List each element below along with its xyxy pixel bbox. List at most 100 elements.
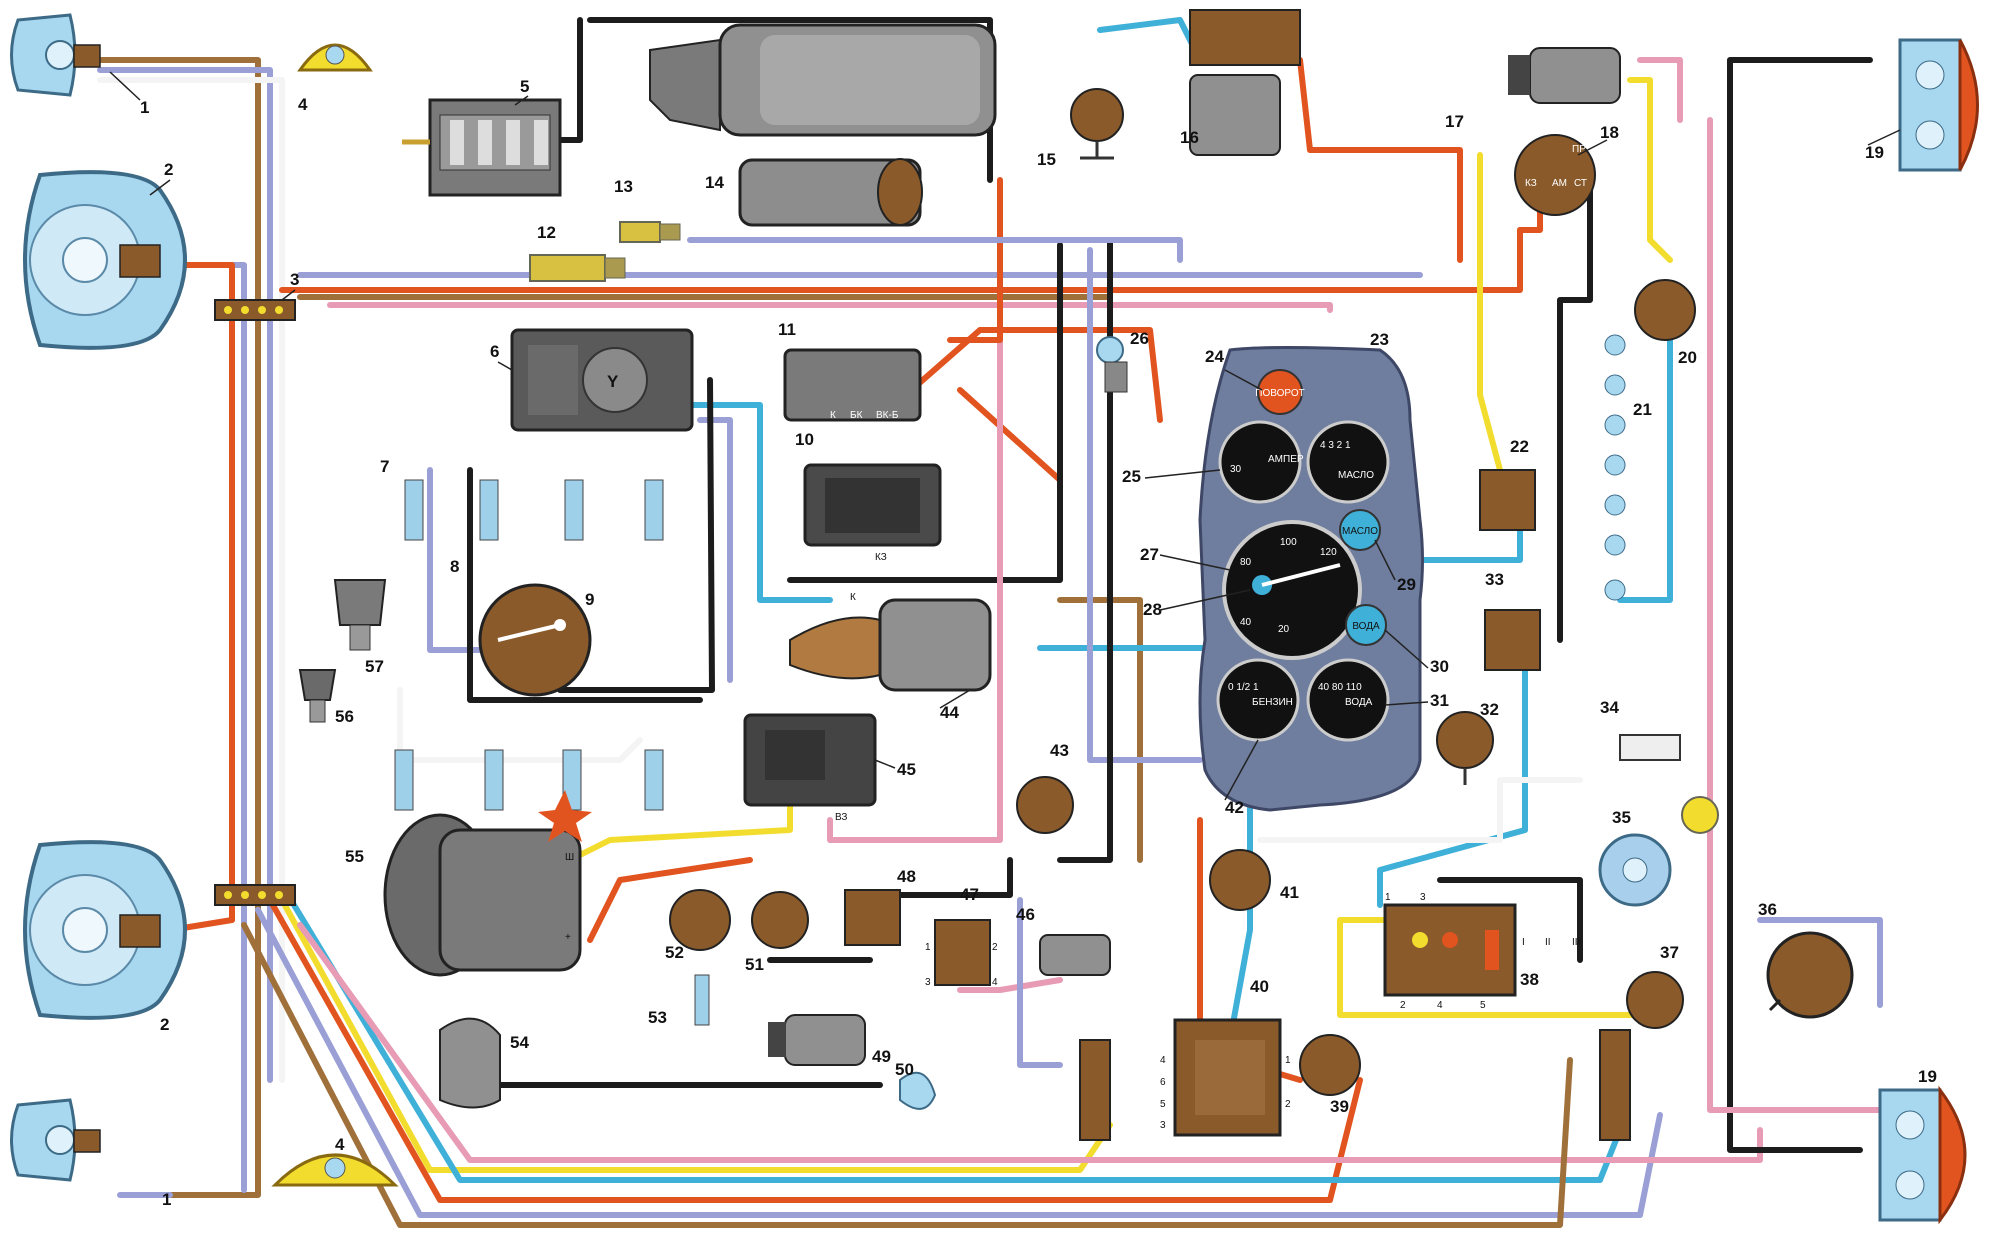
oil-pressure-switch [333,579,387,651]
speed-mark-100: 100 [1280,537,1297,548]
right-lamp-top [1898,38,1979,172]
label-13: 13 [614,177,633,196]
label-22: 22 [1510,437,1529,456]
temp-gauge-scale: 40 80 110 [1318,682,1362,693]
rel47-term-2: 2 [992,942,998,953]
label-4-top: 4 [298,95,308,114]
pos-II: II [1545,937,1551,948]
label-19-top: 19 [1865,143,1884,162]
ammeter-scale: 30 [1230,464,1242,475]
label-52: 52 [665,943,684,962]
label-1-bottom: 1 [162,1190,171,1209]
left-side-lamp-bottom [10,1098,101,1182]
left-headlamp-top [23,170,187,350]
label-21: 21 [1633,400,1652,419]
fuel-gauge-scale: 0 1/2 1 [1228,682,1259,693]
label-48: 48 [897,867,916,886]
term-kz: КЗ [1525,178,1537,189]
brake-light-switch [1626,971,1684,1029]
central-switch-block: 4 6 5 3 1 2 [1160,1018,1291,1137]
term-am: АМ [1552,178,1567,189]
stop-switch [751,891,809,949]
alternator: Ш + [383,813,582,977]
term-vz: ВЗ [835,812,847,823]
horn-relay [1189,9,1301,156]
wire-harness [97,17,1883,1228]
marker-lamp-top [297,43,373,72]
fuse-48 [844,889,901,946]
voltage-regulator: Y [510,328,694,432]
temperature-sensor [619,221,681,243]
speed-mark-80: 80 [1240,557,1252,568]
starter-motor [649,23,997,227]
term-pr: ПР [1572,144,1586,155]
junction-block-top [214,299,296,321]
speed-mark-20: 20 [1278,624,1290,635]
label-44: 44 [940,703,959,722]
label-24: 24 [1205,347,1224,366]
warning-lamp-label: ПОВОРОТ [1255,388,1304,399]
horn-button [1299,1034,1361,1096]
fuse-block [402,98,562,197]
label-10: 10 [795,430,814,449]
label-34: 34 [1600,698,1619,717]
transistor-commutator: КЗ [803,463,942,563]
marker-lamp-bottom [271,1153,399,1187]
label-14: 14 [705,173,724,192]
label-23: 23 [1370,330,1389,349]
panel-lamp [1096,336,1128,393]
rel47-term-3: 3 [925,977,931,988]
oil-gauge-scale: 4 3 2 1 [1320,440,1351,451]
ammeter-unit: АМПЕР [1268,454,1304,465]
term-k: К [830,410,836,421]
buzzer [1039,934,1111,976]
sw38-term-2: 2 [1400,1000,1406,1011]
alt-term-sh: Ш [565,852,574,863]
label-38: 38 [1520,970,1539,989]
label-35: 35 [1612,808,1631,827]
label-7: 7 [380,457,389,476]
sw38-term-1: 1 [1385,892,1391,903]
left-side-lamp-top [10,13,101,97]
headlight-switch [1766,931,1854,1019]
starter-relay: К БК ВК-Б [783,348,922,422]
fuel-gauge-label: БЕНЗИН [1252,697,1293,708]
temp-gauge-label: ВОДА [1345,697,1373,708]
horn [899,1071,937,1110]
label-53: 53 [648,1008,667,1027]
label-5: 5 [520,77,529,96]
label-27: 27 [1140,545,1159,564]
generator-regulator: ВЗ [743,713,877,823]
spark-plugs-bottom [394,749,664,811]
label-40: 40 [1250,977,1269,996]
ignition-coil: К [789,592,992,692]
light-relay [1484,609,1541,671]
label-3: 3 [290,270,299,289]
label-25: 25 [1122,467,1141,486]
label-37: 37 [1660,943,1679,962]
component-labels: 1 2 3 4 5 6 7 8 9 10 11 12 13 14 15 16 1… [140,77,1937,1209]
temperature-switch [298,669,337,723]
coil-term-k: К [850,592,856,603]
sw38-term-4: 4 [1437,1000,1443,1011]
label-47: 47 [960,885,979,904]
connector-block-right [1599,1029,1631,1141]
label-36: 36 [1758,900,1777,919]
junction-block-bottom [214,884,296,906]
label-4-bottom: 4 [335,1135,345,1154]
label-11: 11 [778,320,796,339]
label-43: 43 [1050,741,1069,760]
label-57: 57 [365,657,384,676]
horn-left [439,1017,501,1109]
distributor [478,583,592,697]
ignition-switch: ПР КЗ АМ СТ [1514,134,1596,216]
sw38-term-3: 3 [1420,892,1426,903]
oil-lamp-label: МАСЛО [1342,526,1378,537]
regulator-symbol: Y [607,372,619,391]
label-12: 12 [537,223,556,242]
leader-lines [109,71,1901,801]
oil-pressure-sensor [529,254,626,282]
label-6: 6 [490,342,499,361]
turn-signal-relay: 1 2 3 4 [925,919,998,988]
